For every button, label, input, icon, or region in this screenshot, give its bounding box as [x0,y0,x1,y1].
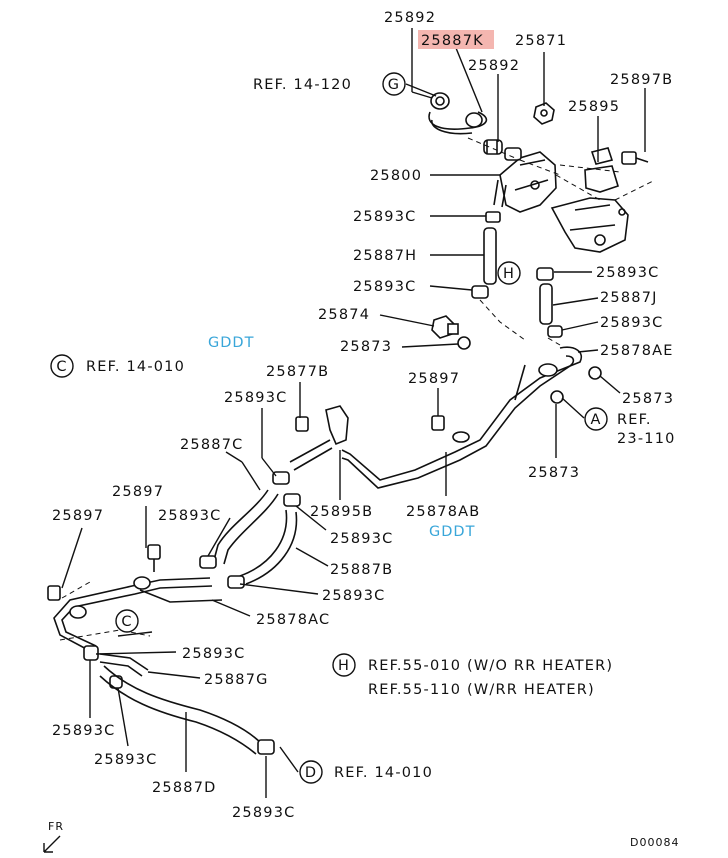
ref-H-circle: H [497,261,521,285]
label-25895B: 25895B [310,504,373,520]
label-25878AB: 25878AB [406,504,480,520]
watermark-2: GDDT [429,524,475,540]
dash-line-2 [479,299,561,346]
hose-25887B [227,493,301,589]
pipe-25878AC [53,576,223,653]
label-25800: 25800 [370,168,422,184]
ref-D-text: REF. 14-010 [334,765,433,781]
label-25895: 25895 [568,99,620,115]
label-25893C-c: 25893C [353,279,416,295]
bracket-25877B [295,405,349,446]
ref-C-top-text: REF. 14-010 [86,359,185,375]
ref-H-note-line1: REF.55-010 (W/O RR HEATER) [368,658,613,674]
label-25887G: 25887G [204,672,269,688]
label-25897B: 25897B [610,72,673,88]
label-25871: 25871 [515,33,567,49]
dash-line-1 [467,137,656,201]
hose-25887K [428,92,488,135]
ref-C-circle-letter: C [121,614,132,630]
watermark-1: GDDT [208,335,254,351]
ref-G-letter: G [388,77,400,93]
ref-G-text: REF. 14-120 [253,77,352,93]
label-25878AE: 25878AE [600,343,674,359]
label-25897-mid: 25897 [408,371,460,387]
ref-A: A REF. 23-110 [584,407,676,447]
label-25874: 25874 [318,307,370,323]
hose-25887G [83,645,149,689]
label-25887H: 25887H [353,248,417,264]
pipe-25878AB [341,346,602,489]
label-25893C-b: 25893C [596,265,659,281]
doc-code: D00084 [630,836,679,849]
bolts-25897-left [47,544,161,601]
clamp-25892-upper [483,139,503,155]
label-25893C-j: 25893C [52,723,115,739]
bolt-25897B [621,151,649,165]
label-25893C-d: 25893C [600,315,663,331]
fr-arrow-icon [43,835,61,853]
ref-A-text1: REF. [617,412,652,428]
label-25893C-k: 25893C [94,752,157,768]
bolt-25897-mid [431,415,445,431]
label-25897-left2: 25897 [52,508,104,524]
hose-25887H [471,211,501,299]
union-25874 [431,315,471,350]
ref-D: D REF. 14-010 [299,760,433,784]
bracket-25895 [550,147,629,253]
ref-A-text2: 23-110 [617,431,676,447]
label-25878AC: 25878AC [256,612,330,628]
label-25893C-g: 25893C [330,531,393,547]
label-25893C-l: 25893C [232,805,295,821]
hose-25887D [99,665,275,755]
label-25873-c: 25873 [528,465,580,481]
ref-H-note: H REF.55-010 (W/O RR HEATER) REF.55-110 … [332,653,613,698]
valve-unit-25800 [493,147,557,213]
label-25873-b: 25873 [622,391,674,407]
label-25893C-f: 25893C [158,508,221,524]
ref-C-top-letter: C [56,359,67,375]
label-25887K: 25887K [421,33,484,49]
label-25892-mid: 25892 [468,58,520,74]
ref-A-letter: A [590,412,601,428]
label-25887B: 25887B [330,562,393,578]
ref-C-top: C REF. 14-010 [50,354,185,378]
label-25893C-e: 25893C [224,390,287,406]
highlight-box [418,30,494,49]
hose-25887J [536,267,563,338]
ref-H-note-letter: H [338,658,350,674]
label-25887J: 25887J [600,290,658,306]
nut-25871 [533,102,555,125]
label-25892-top: 25892 [384,10,436,26]
label-25887C: 25887C [180,437,243,453]
label-25897-left1: 25897 [112,484,164,500]
part-labels: 25892 25887K 25871 25892 25897B 25895 25… [52,10,674,821]
fr-arrow: FR [43,820,64,853]
fr-label: FR [48,820,64,833]
ref-H-note-line2: REF.55-110 (W/RR HEATER) [368,682,595,698]
hose-25887C [199,439,333,569]
ref-G: G REF. 14-120 [253,72,406,96]
leader-lines [61,28,646,798]
label-25877B: 25877B [266,364,329,380]
label-25873-a: 25873 [340,339,392,355]
label-25893C-a: 25893C [353,209,416,225]
label-25893C-h: 25893C [322,588,385,604]
ref-D-letter: D [305,765,317,781]
label-25893C-i: 25893C [182,646,245,662]
ref-C-circle: C [115,609,139,633]
label-25887D: 25887D [152,780,217,796]
ref-H-circle-letter: H [503,266,515,282]
